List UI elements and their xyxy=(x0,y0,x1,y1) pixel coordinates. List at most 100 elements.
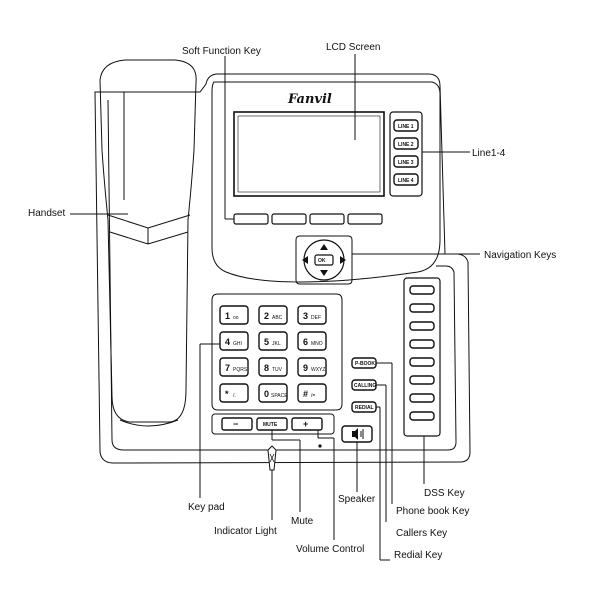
svg-text:TUV: TUV xyxy=(272,367,283,373)
soft-key-1[interactable] xyxy=(233,213,269,225)
label-lcd-screen: LCD Screen xyxy=(326,42,380,53)
lcd-screen xyxy=(233,111,385,197)
mute-button[interactable]: MUTE xyxy=(256,417,288,431)
label-phone-book-key: Phone book Key xyxy=(396,506,469,517)
svg-text:5: 5 xyxy=(264,337,269,347)
phone-body-outline xyxy=(94,73,471,464)
leader-lines xyxy=(70,54,480,561)
svg-text:+: + xyxy=(303,419,308,429)
dss-key-2[interactable] xyxy=(409,303,435,313)
dss-key-7[interactable] xyxy=(409,393,435,403)
svg-text:/=: /= xyxy=(311,393,315,399)
label-dss-key: DSS Key xyxy=(424,488,465,499)
nav-ok-label: OK xyxy=(318,258,326,264)
keypad-area-outline xyxy=(211,293,343,411)
svg-text:CALLING: CALLING xyxy=(354,383,376,389)
phone-book-key[interactable]: P-BOOK xyxy=(351,357,377,369)
svg-text:3: 3 xyxy=(303,311,308,321)
nav-left-arrow-icon[interactable] xyxy=(302,256,308,264)
brand-logo: Fanvil xyxy=(287,92,332,107)
svg-text:JKL: JKL xyxy=(272,341,281,347)
soft-key-4[interactable] xyxy=(347,213,383,225)
label-volume-control: Volume Control xyxy=(296,544,364,555)
indicator-light xyxy=(267,445,277,471)
svg-text:#: # xyxy=(303,389,308,399)
svg-text:1: 1 xyxy=(225,311,230,321)
svg-text:0: 0 xyxy=(264,389,269,399)
dss-key-8[interactable] xyxy=(409,411,435,421)
label-handset: Handset xyxy=(28,208,65,219)
svg-text:/.: /. xyxy=(233,393,236,399)
navigation-keys: OK xyxy=(295,235,353,285)
volume-minus-button[interactable]: − xyxy=(221,417,253,431)
speaker-icon xyxy=(352,428,358,440)
screen-housing xyxy=(211,81,441,283)
svg-text:oo: oo xyxy=(233,315,239,321)
soft-key-2[interactable] xyxy=(271,213,307,225)
dss-key-1[interactable] xyxy=(409,285,435,295)
svg-text:2: 2 xyxy=(264,311,269,321)
line-key-4[interactable] xyxy=(393,173,419,186)
lcd-screen-inner xyxy=(237,115,381,193)
line-key-4-label: LINE 4 xyxy=(398,178,414,184)
svg-text:4: 4 xyxy=(225,337,230,347)
svg-text:6: 6 xyxy=(303,337,308,347)
line-key-3-label: LINE 3 xyxy=(398,160,414,166)
dss-key-3[interactable] xyxy=(409,321,435,331)
svg-text:−: − xyxy=(233,419,238,429)
svg-text:9: 9 xyxy=(303,363,308,373)
redial-key[interactable]: REDIAL xyxy=(351,401,377,413)
label-callers-key: Callers Key xyxy=(396,528,447,539)
soft-key-3[interactable] xyxy=(309,213,345,225)
nav-up-arrow-icon[interactable] xyxy=(320,244,328,250)
svg-text:P-BOOK: P-BOOK xyxy=(355,361,375,367)
line-key-2-label: LINE 2 xyxy=(398,142,414,148)
svg-text:PQRS: PQRS xyxy=(233,367,248,373)
svg-text:*: * xyxy=(225,389,229,399)
keypad-key-star[interactable]: * /. xyxy=(219,383,249,403)
line-keys: LINE 1 LINE 2 LINE 3 LINE 4 xyxy=(393,119,419,186)
dss-key-5[interactable] xyxy=(409,357,435,367)
nav-ok-button[interactable] xyxy=(314,254,334,266)
phone-body-inner xyxy=(107,99,457,451)
label-indicator-light: Indicator Light xyxy=(214,526,277,537)
nav-cluster-outline xyxy=(295,235,353,285)
svg-text:MUTE: MUTE xyxy=(263,422,278,428)
svg-text:GHI: GHI xyxy=(233,341,242,347)
svg-text:REDIAL: REDIAL xyxy=(355,405,374,411)
label-mute: Mute xyxy=(291,516,314,527)
line-key-3[interactable] xyxy=(393,155,419,168)
svg-text:WXYZ: WXYZ xyxy=(311,367,325,373)
label-soft-function-key: Soft Function Key xyxy=(182,46,261,57)
svg-text:SPACE: SPACE xyxy=(271,393,288,399)
label-redial-key: Redial Key xyxy=(394,550,442,561)
svg-text:7: 7 xyxy=(225,363,230,373)
nav-right-arrow-icon[interactable] xyxy=(340,256,346,264)
label-navigation-keys: Navigation Keys xyxy=(484,250,556,261)
volume-plus-button[interactable]: + xyxy=(291,417,323,431)
line-key-2[interactable] xyxy=(393,137,419,150)
label-speaker: Speaker xyxy=(338,494,376,505)
handset[interactable] xyxy=(99,59,197,427)
dss-key-6[interactable] xyxy=(409,375,435,385)
keypad-key-hash[interactable]: #/= xyxy=(297,383,327,403)
callers-key[interactable]: CALLING xyxy=(351,379,377,391)
control-bar-outline xyxy=(211,413,335,435)
nav-down-arrow-icon[interactable] xyxy=(320,270,328,276)
speaker-button[interactable] xyxy=(341,425,373,443)
svg-text:8: 8 xyxy=(264,363,269,373)
line-key-1[interactable] xyxy=(393,119,419,132)
dss-key-4[interactable] xyxy=(409,339,435,349)
